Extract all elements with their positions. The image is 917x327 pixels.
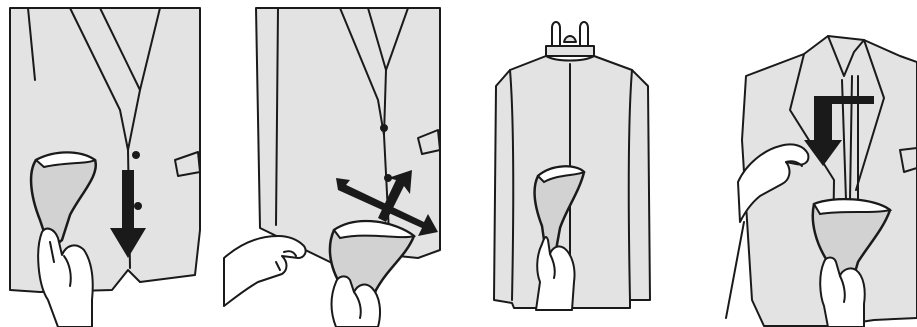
hanger-hook-icon <box>545 21 595 57</box>
panel-steam-jacket-front <box>0 0 210 327</box>
steamer-head <box>533 165 586 256</box>
down-arrow-icon <box>804 96 874 166</box>
panel-steam-jacket-directions <box>218 0 446 327</box>
panel-steam-jacket-collar <box>724 0 917 327</box>
hand <box>819 256 866 327</box>
steamer-head <box>29 151 98 252</box>
panel-steam-jacket-back <box>480 0 660 327</box>
hand <box>37 227 94 327</box>
four-way-arrow-icon <box>336 170 438 236</box>
down-arrow-icon <box>110 170 146 258</box>
hand-holding-fabric <box>223 235 307 307</box>
hand <box>330 275 381 327</box>
hand-holding-lapel <box>725 143 810 319</box>
hand <box>535 236 576 311</box>
